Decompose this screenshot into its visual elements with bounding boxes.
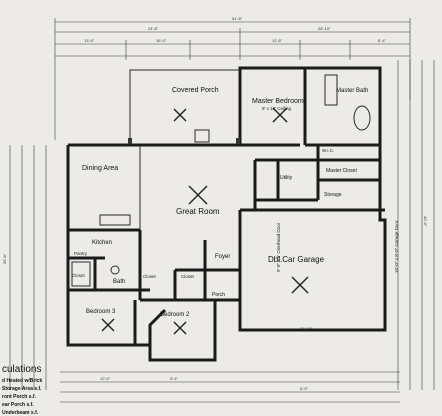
label-closet-2: Closet bbox=[143, 274, 157, 279]
dim-bottom-12-0: 12'-0" bbox=[100, 376, 111, 381]
label-foyer: Foyer bbox=[215, 254, 230, 260]
notes: 9' x 10' Ceiling 16'-0" x 8'-0" Garage D… bbox=[262, 106, 399, 273]
fan-covered-porch bbox=[173, 108, 187, 122]
dim-seg-12-6: 12'-6" bbox=[272, 38, 283, 43]
note-overhead-door: 9'-0" x 8' Overhead Door bbox=[276, 222, 281, 272]
label-pantry: Pantry bbox=[74, 251, 88, 256]
toilet-icon bbox=[110, 265, 120, 275]
label-closet-1: Closet bbox=[72, 273, 86, 278]
label-master-bedroom: Master Bedroom bbox=[252, 98, 304, 105]
fireplace-icon bbox=[194, 129, 210, 143]
label-bedroom-3: Bedroom 3 bbox=[86, 309, 116, 315]
label-dbl-car-garage: Dbl.Car Garage bbox=[268, 255, 325, 264]
label-dining-area: Dining Area bbox=[82, 165, 118, 172]
fan-great-room bbox=[188, 185, 208, 205]
right-dimensions: 42'-4" bbox=[397, 60, 435, 390]
interior-walls bbox=[68, 68, 385, 345]
left-dimensions: 35'-8" bbox=[2, 145, 47, 390]
calc-line-2: Storage Area s.f. bbox=[2, 386, 42, 392]
closet-shelf-icon bbox=[71, 261, 91, 287]
dim-bottom-6-0: 6'-0" bbox=[300, 386, 309, 391]
note-ceiling: 9' x 10' Ceiling bbox=[262, 106, 291, 111]
label-utility: Utility bbox=[280, 175, 293, 181]
dim-overall-width: 51'-8" bbox=[232, 16, 243, 21]
dim-seg-6-4: 6'-4" bbox=[378, 38, 387, 43]
dim-top-left: 24'-8" bbox=[148, 26, 159, 31]
ceiling-fans bbox=[101, 107, 309, 335]
dim-bottom-9-4: 9'-4" bbox=[170, 376, 179, 381]
calculations-block: culations d Heated w/Brick Storage Area … bbox=[2, 364, 43, 416]
label-master-closet: Master Closet bbox=[326, 168, 357, 174]
bathtub-icon bbox=[353, 105, 371, 131]
top-dimensions: 51'-8" 24'-8" 26'-10" 13'-6" 16'-0" 12'-… bbox=[54, 16, 411, 140]
fan-garage bbox=[291, 276, 309, 294]
label-covered-porch: Covered Porch bbox=[172, 87, 219, 94]
note-garage-door: 16'-0" x 8'-0" Garage Door bbox=[394, 220, 399, 273]
calc-line-3: ront Porch s.f. bbox=[2, 394, 37, 400]
label-master-bath: Master Bath bbox=[336, 88, 368, 94]
label-closet-3: Closet bbox=[181, 274, 195, 279]
dim-seg-16-0: 16'-0" bbox=[156, 38, 167, 43]
label-bedroom-2: Bedroom 2 bbox=[160, 312, 190, 318]
label-bath: Bath bbox=[113, 279, 125, 285]
fan-bedroom-2 bbox=[173, 321, 187, 335]
fan-bedroom-3 bbox=[101, 318, 115, 332]
fan-master-bedroom bbox=[272, 107, 288, 123]
dim-right-depth: 42'-4" bbox=[423, 216, 428, 227]
fixtures bbox=[71, 74, 371, 287]
label-porch: Porch bbox=[212, 292, 225, 298]
label-storage: Storage bbox=[324, 192, 342, 198]
calc-line-5: Underbeam s.f. bbox=[2, 410, 39, 416]
label-great-room: Great Room bbox=[176, 207, 220, 216]
label-wic: W.I.C. bbox=[322, 148, 334, 153]
dim-left-depth: 35'-8" bbox=[2, 253, 7, 264]
dim-seg-13-6: 13'-6" bbox=[84, 38, 95, 43]
vanity-icon bbox=[324, 74, 338, 106]
room-labels: Covered Porch Master Bedroom Master Bath… bbox=[72, 87, 368, 318]
calc-line-4: ear Porch s.f. bbox=[2, 402, 34, 408]
dim-top-right: 26'-10" bbox=[318, 26, 331, 31]
calc-title: culations bbox=[2, 364, 41, 375]
calc-line-1: d Heated w/Brick bbox=[2, 378, 43, 384]
kitchen-counter-icon bbox=[99, 214, 131, 226]
label-kitchen: Kitchen bbox=[92, 240, 112, 246]
